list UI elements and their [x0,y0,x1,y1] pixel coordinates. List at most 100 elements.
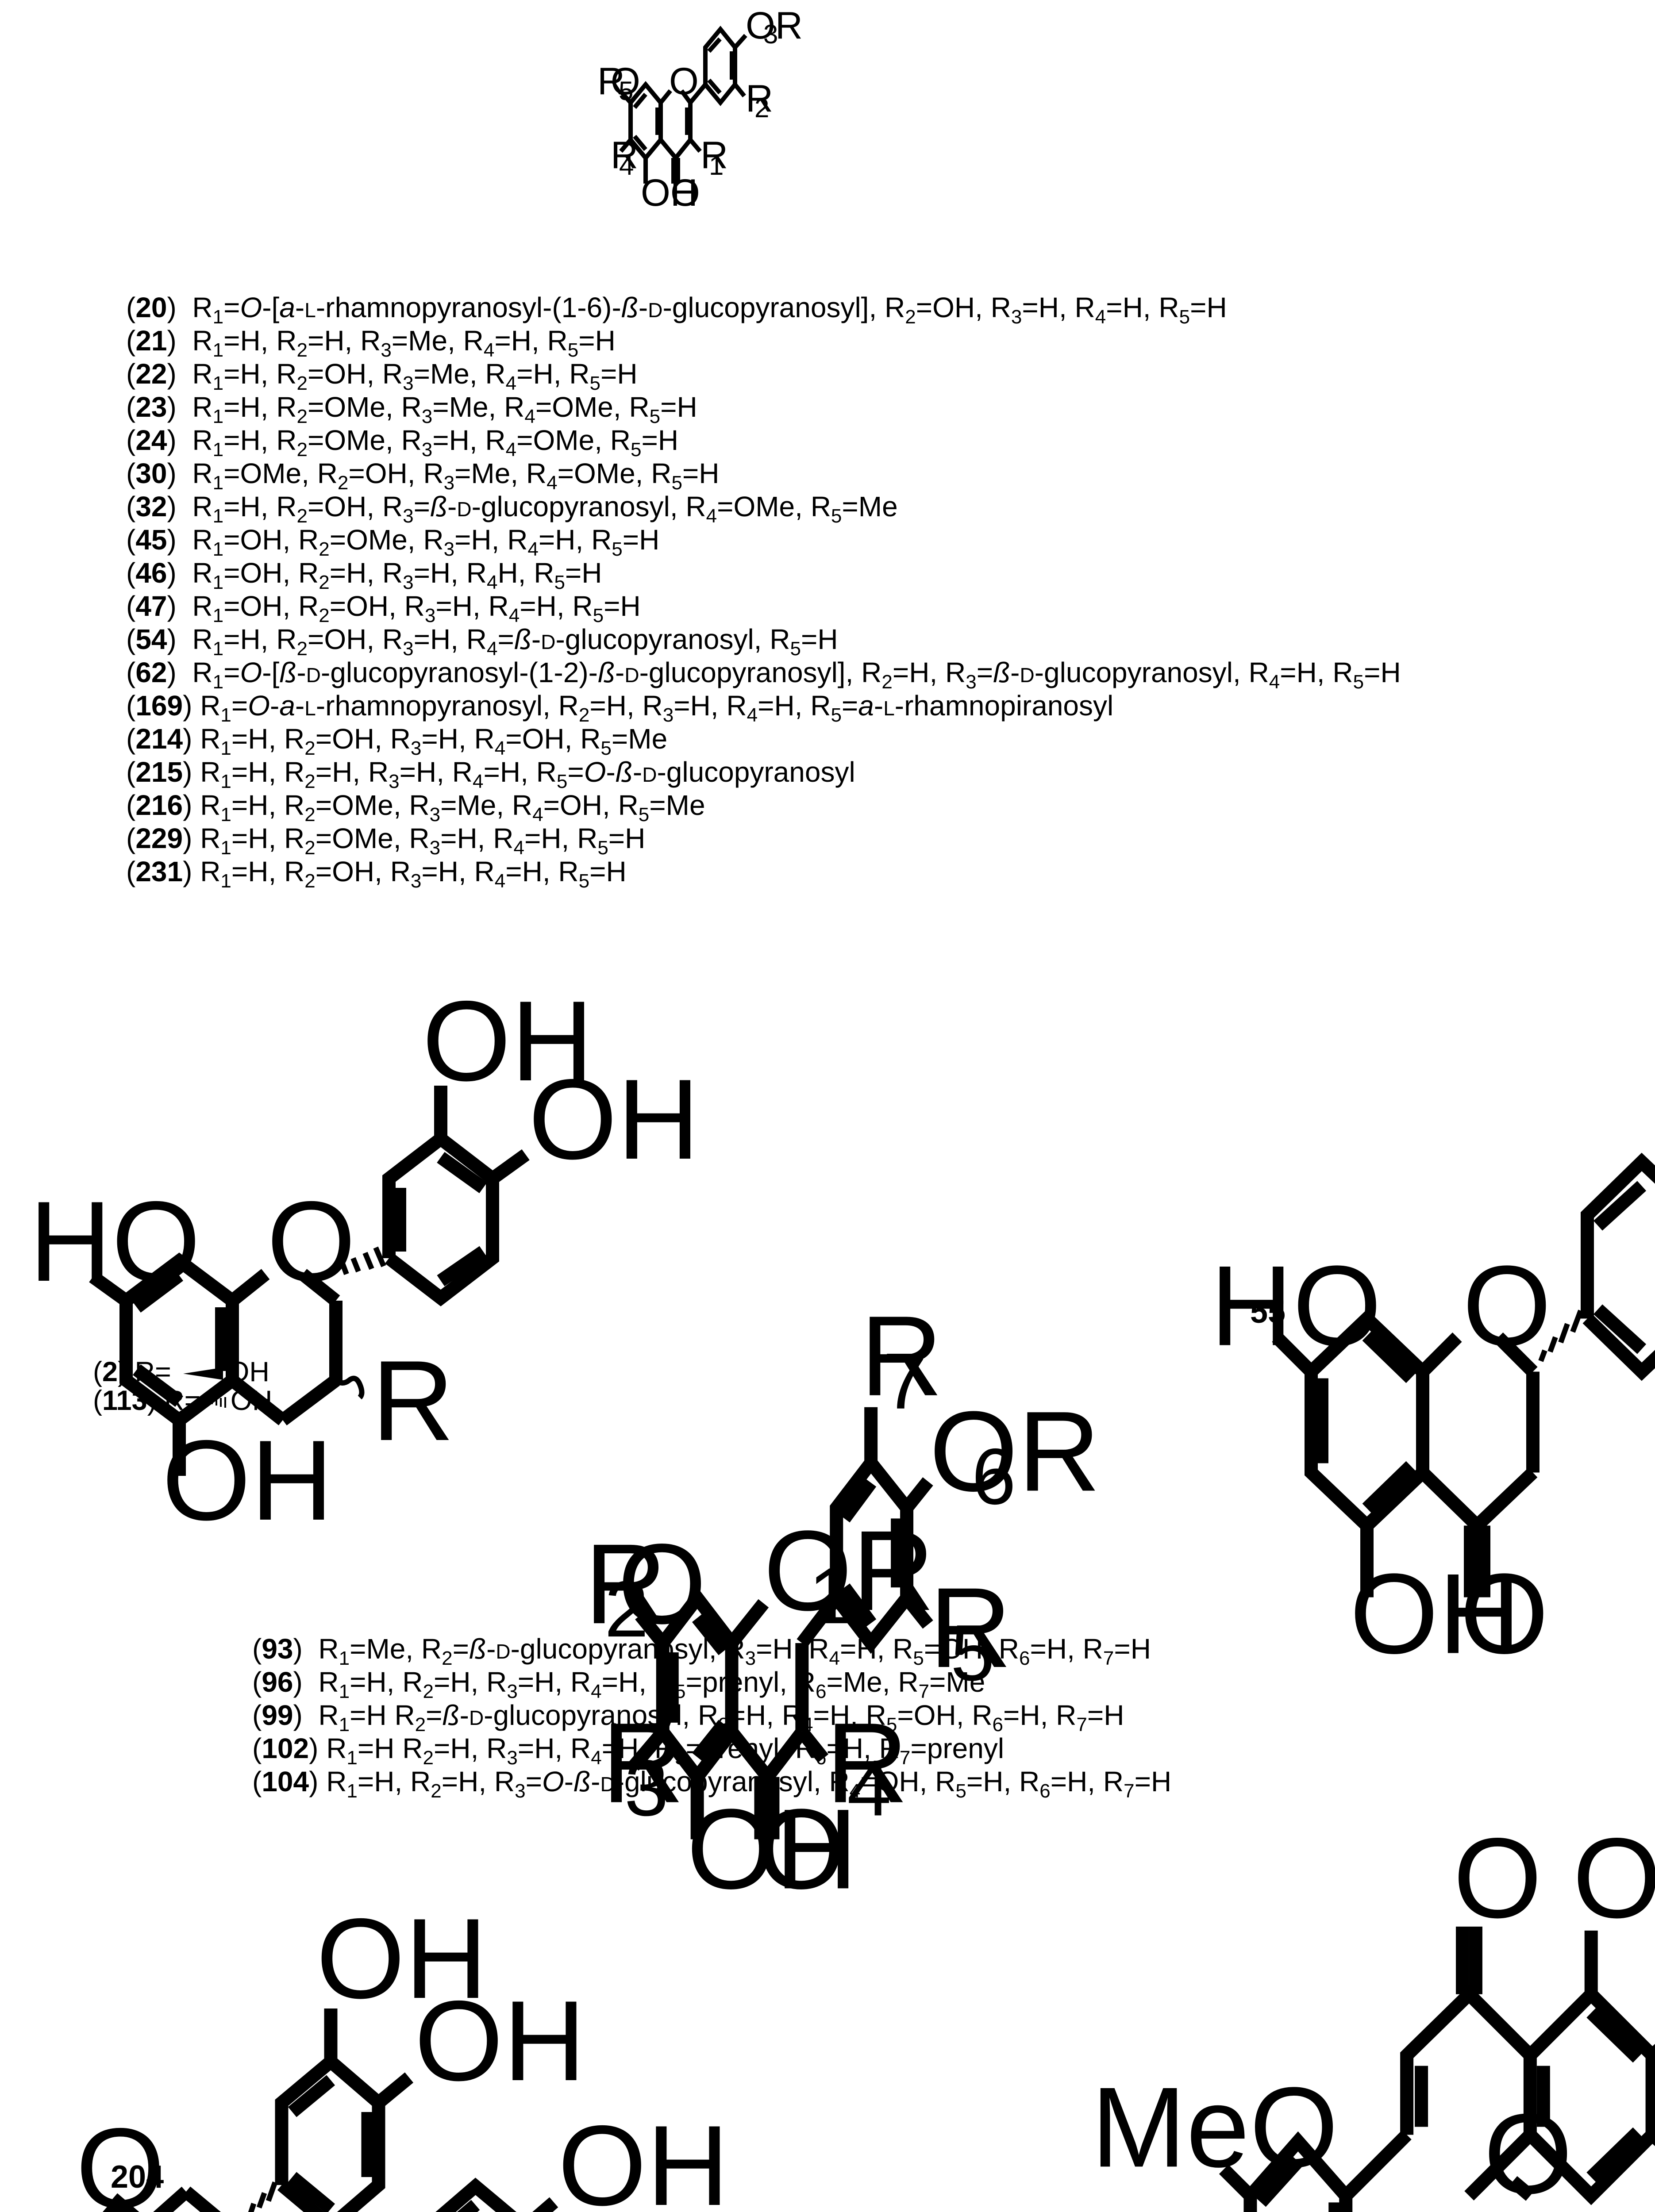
substituents: R1=H, R2=OMe, R3=H, R4=H, R5=H [200,822,646,859]
compound-label-55: 55 [1250,1294,1286,1330]
compound-row: (30) R1=OMe, R2=OH, R3=Me, R4=OMe, R5=H [126,457,720,494]
substituents: R1=OH, R2=OH, R3=H, R4=H, R5=H [192,590,641,626]
compound-id: 22 [135,358,167,390]
compound-row: (93) R1=Me, R2=ß-D-glucopyranosyl, R3=H,… [252,1633,1151,1669]
label-r4-sub: 4 [619,151,634,180]
label-r7: R [860,1292,943,1420]
substituents: R1=OMe, R2=OH, R3=Me, R4=OMe, R5=H [192,457,720,494]
compound-id: 54 [135,623,167,655]
compound-204-structure: O O O OH OH OH OH OH OH [76,1894,729,2212]
catechin-variant-2: (2) R= OH [93,1356,269,1387]
substituents: R1=H R2=H, R3=H, R4=H, R5=prenyl, R6=H, … [326,1732,1005,1769]
label-top-oh5: OH [1573,1814,1655,1942]
compound-row: (231) R1=H, R2=OH, R3=H, R4=H, R5=H [126,856,627,892]
compound-id: 23 [135,391,167,423]
compound-id: 46 [135,557,167,589]
label-oh-ring-a-3: OH [316,1894,488,2022]
label-ring-o: O [267,1177,356,1305]
label-r5: R [597,60,625,103]
compound-id: 113 [102,1385,147,1416]
label-ring-o: O [1463,1242,1551,1370]
substituents: R1=H, R2=H, R3=O-ß-D-glucopyranosyl, R4=… [326,1766,1172,1802]
substituents: R1=O-a-L-rhamnopyranosyl, R2=H, R3=H, R4… [200,690,1114,726]
compound-id: 2 [102,1356,118,1387]
label-r2-o: O [618,1520,706,1647]
compound-id: 104 [262,1766,309,1797]
compound-row: (104) R1=H, R2=H, R3=O-ß-D-glucopyranosy… [252,1766,1172,1802]
label-oh5: OH [641,172,698,214]
label-r1-sub: 1 [709,151,724,180]
compound-row: (22) R1=H, R2=OH, R3=Me, R4=H, R5=H [126,358,638,394]
substituents: R1=H, R2=OH, R3=H, R4=OH, R5=Me [200,723,668,759]
label-oh4prime: OH [528,1055,700,1183]
compound-row: (62) R1=O-[ß-D-glucopyranosyl-(1-2)-ß-D-… [126,657,1401,693]
compound-row: (215) R1=H, R2=H, R3=H, R4=H, R5=O-ß-D-g… [126,756,855,792]
label-r4: R [611,134,638,177]
compound-row: (99) R1=H R2=ß-D-glucopyranosyl, R3=H, R… [252,1699,1124,1736]
label-top-ring-o: O [1484,2090,1573,2212]
compound-label-204: 204 [111,2159,164,2195]
substituents: R1=H, R2=OMe, R3=Me, R4=OH, R5=Me [200,789,705,826]
substituents: R1=OH, R2=OMe, R3=H, R4=H, R5=H [192,524,660,560]
compound-id: 47 [135,590,167,622]
compound-id: 99 [262,1699,293,1731]
label-ho7: HO [1210,1242,1382,1370]
label-oh-ring-b-3: OH [558,2101,729,2212]
compound-row: (24) R1=H, R2=OMe, R3=H, R4=OMe, R5=H [126,424,679,461]
catechin-structure: HO O OH OH OH R [29,977,700,1544]
compound-row: (47) R1=OH, R2=OH, R3=H, R4=H, R5=H [126,590,641,626]
compound-id: 229 [135,822,183,854]
label-carbonyl-o: O [757,1785,845,1912]
label-or1-sub: 1 [808,1551,853,1640]
wedge-bond-icon [183,1367,223,1380]
substituents: R1=H, R2=OMe, R3=Me, R4=OMe, R5=H [192,391,697,427]
label-or6: OR [929,1387,1101,1515]
label-top-carbonyl-o: O [1453,1814,1542,1942]
variant-prefix: R= [135,1356,171,1387]
compound-id: 96 [262,1666,293,1698]
variant-suffix: OH [230,1385,273,1416]
substituents: R1=H, R2=OH, R3=Me, R4=H, R5=H [192,358,638,394]
label-oh: OH [687,1785,858,1912]
compound-id: 216 [135,789,183,821]
naringenin-structure: HO O OH O OH [1210,1152,1655,1678]
label-r2-sub: 2 [754,93,769,123]
compound-id: 214 [135,723,183,755]
dihydrochalcone-compound-list: (93) R1=Me, R2=ß-D-glucopyranosyl, R3=H,… [252,1632,1172,1802]
flavone-compound-list: (20) R1=O-[a-L-rhamnopyranosyl-(1-6)-ß-D… [126,291,1401,892]
label-oh-ring-a-4: OH [415,1977,586,2104]
compound-id: 45 [135,524,167,556]
substituents: R1=H, R2=OH, R3=ß-D-glucopyranosyl, R4=O… [192,491,898,527]
label-r5-sub: 5 [951,1609,995,1697]
compound-row: (21) R1=H, R2=H, R3=Me, R4=H, R5=H [126,325,616,361]
label-carbonyl-o: O [1460,1550,1549,1678]
label-oh3prime: OH [422,977,593,1105]
substituents: R1=O-[a-L-rhamnopyranosyl-(1-6)-ß-D-gluc… [192,292,1227,328]
label-r2-sub: 2 [604,1565,649,1654]
label-ho7: HO [29,1177,200,1305]
label-r3: R [602,1699,684,1827]
substituents: R1=Me, R2=ß-D-glucopyranosyl, R3=H, R4=H… [318,1633,1151,1669]
label-r2: R [585,1520,667,1647]
compound-id: 102 [262,1732,309,1764]
label-oh5: OH [162,1416,333,1544]
label-r1: R [700,134,728,177]
label-or6-sub: 6 [972,1432,1016,1521]
variant-prefix: R= [164,1385,201,1416]
label-lactone-carbonyl-o: O [76,2104,165,2212]
substituents: R1=H, R2=H, R3=H, R4=H, R5=prenyl, R6=Me… [318,1666,985,1702]
compound-id: 215 [135,756,183,788]
compound-row: (45) R1=OH, R2=OMe, R3=H, R4=H, R5=H [126,524,660,560]
label-r4-sub: 4 [847,1744,891,1833]
compound-row: (216) R1=H, R2=OMe, R3=Me, R4=OH, R5=Me [126,789,705,826]
compound-id: 24 [135,424,167,456]
compound-row: (54) R1=H, R2=OH, R3=H, R4=ß-D-glucopyra… [126,623,838,660]
substituents: R1=O-[ß-D-glucopyranosyl-(1-2)-ß-D-gluco… [192,657,1401,693]
substituents: R1=OH, R2=H, R3=H, R4H, R5=H [192,557,602,593]
label-or3: OR [746,4,803,47]
label-carbonyl-o: O [670,172,700,214]
compound-id: 32 [135,491,167,522]
compound-id: 30 [135,457,167,489]
compound-row: (214) R1=H, R2=OH, R3=H, R4=OH, R5=Me [126,723,668,759]
dihydrochalcone-core-structure: R 2 O OR 1 R 3 OH O R 4 R 5 OR 6 R 7 [585,1292,1101,1913]
